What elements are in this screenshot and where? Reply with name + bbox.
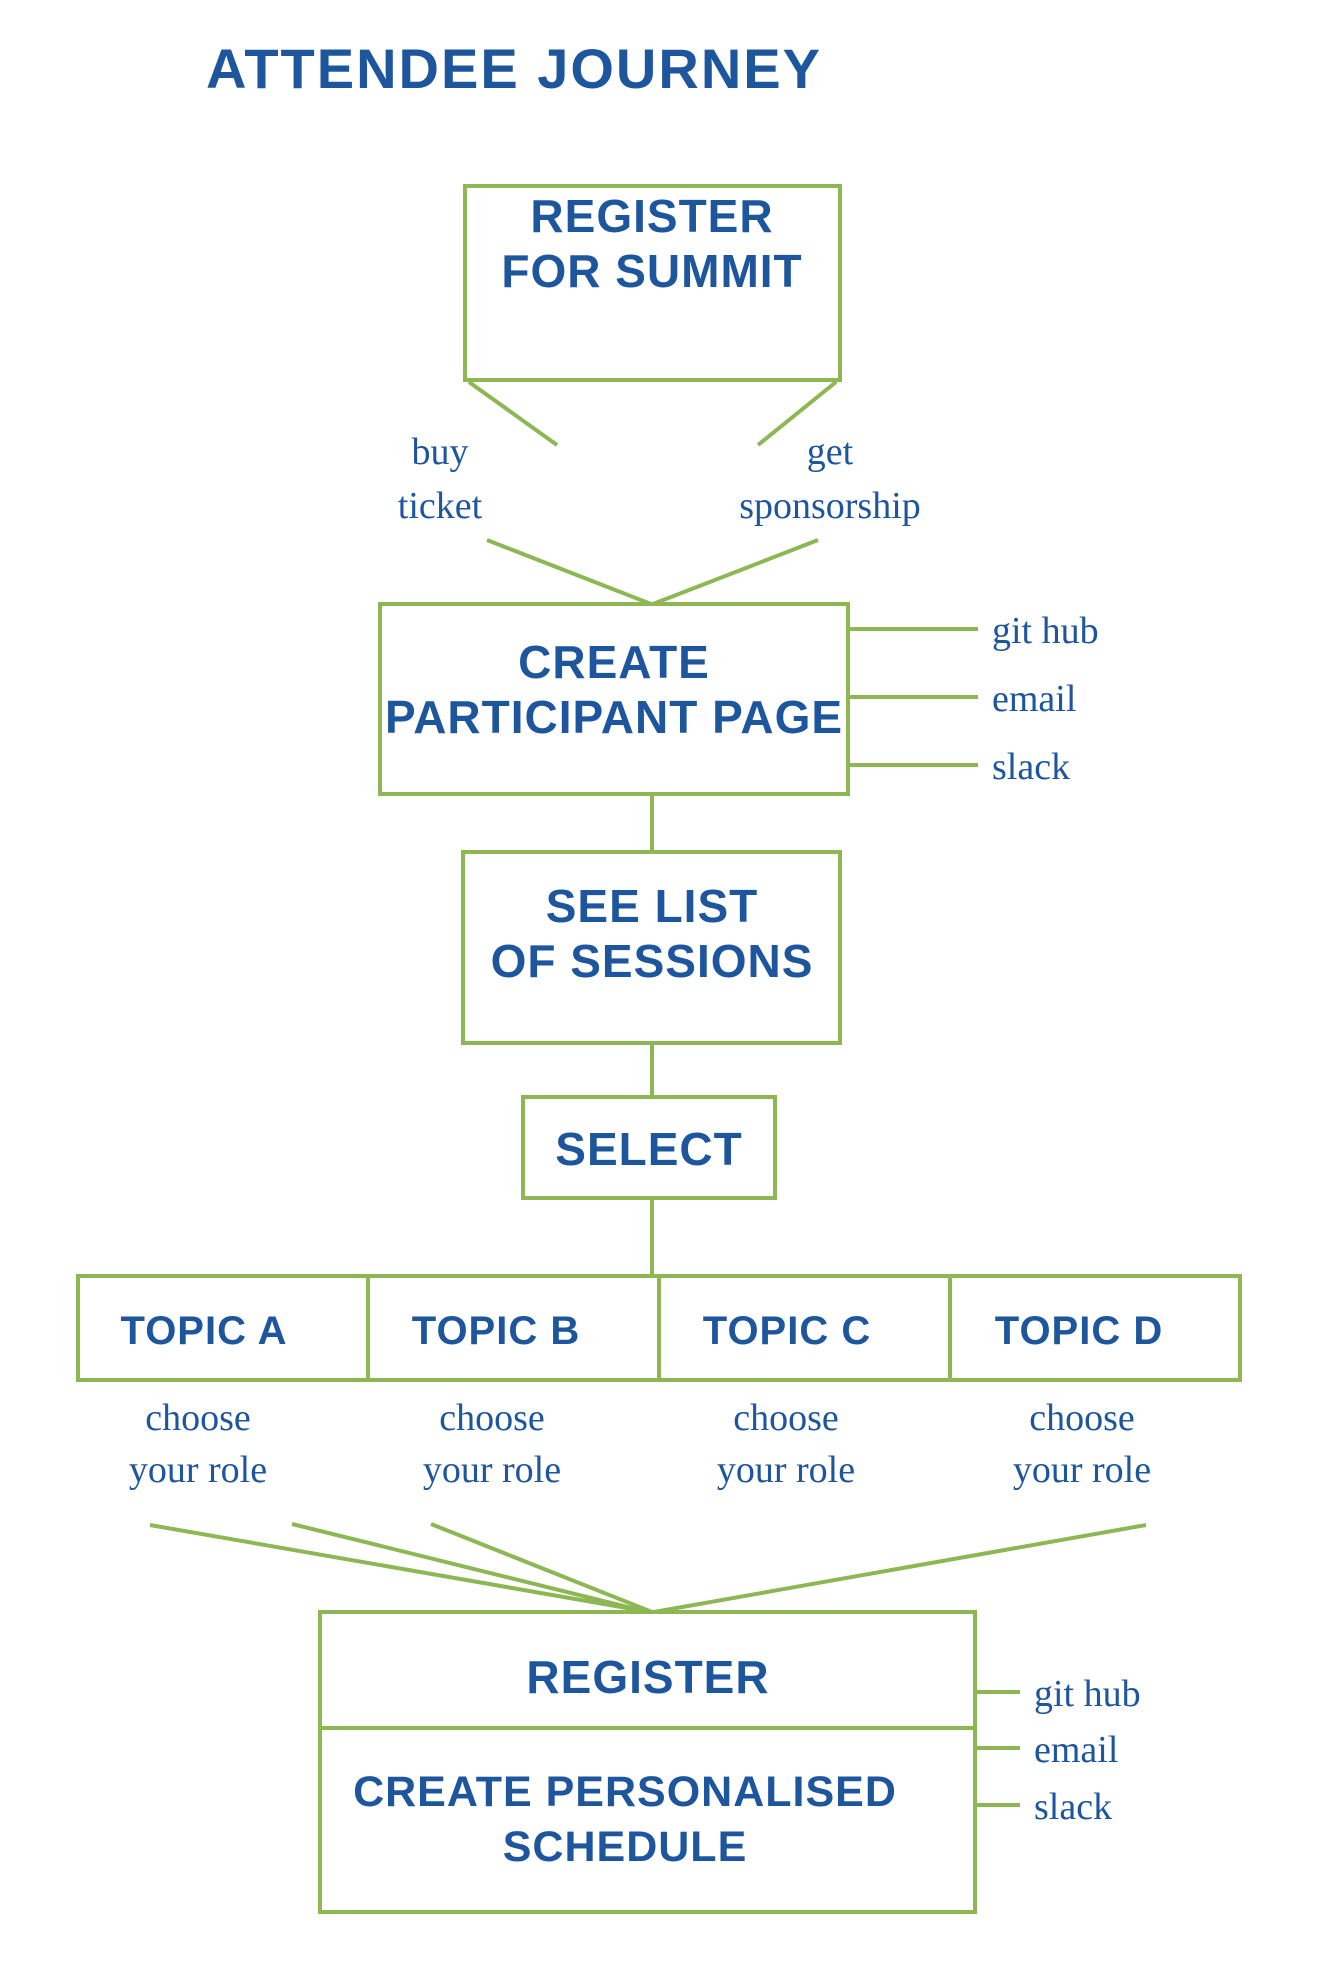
topic-label-3[interactable]: TOPIC D	[995, 1309, 1164, 1353]
topic-label-0[interactable]: TOPIC A	[120, 1309, 287, 1353]
branch-label-right-line2: sponsorship	[739, 485, 921, 527]
edge-topic-d-to-register	[653, 1523, 1147, 1614]
channel-label-top-2: slack	[992, 746, 1070, 788]
channel-label-top-0: git hub	[992, 610, 1099, 652]
topic-sub-0-line2: your role	[129, 1449, 267, 1491]
edge-get-sponsorship-to-create-page	[652, 538, 819, 606]
channel-label-bottom-1: email	[1034, 1729, 1118, 1771]
channel-label-top-1: email	[992, 678, 1076, 720]
node-create-participant-page[interactable]	[378, 602, 850, 796]
node-select-line1: SELECT	[555, 1123, 742, 1175]
branch-label-left-line2: ticket	[398, 485, 483, 527]
node-create-schedule-line1: CREATE PERSONALISED	[353, 1768, 897, 1816]
edge-register-to-buy-ticket	[467, 380, 559, 447]
topic-sub-3-line1: choose	[1029, 1397, 1135, 1439]
topic-sub-1-line1: choose	[439, 1397, 545, 1439]
edge-buy-ticket-to-create-page	[486, 538, 652, 606]
node-register-line1: REGISTER	[526, 1651, 769, 1703]
topic-sub-1-line2: your role	[423, 1449, 561, 1491]
channel-label-bottom-2: slack	[1034, 1786, 1112, 1828]
topic-sub-3-line2: your role	[1013, 1449, 1151, 1491]
topic-sub-0-line1: choose	[145, 1397, 251, 1439]
edge-topic-b-to-register	[291, 1522, 649, 1614]
node-see-list-of-sessions-line1: SEE LIST	[546, 880, 758, 932]
edge-register-to-get-sponsorship	[756, 380, 838, 447]
node-create-participant-page-line2: PARTICIPANT PAGE	[385, 691, 843, 743]
node-see-list-of-sessions-line2: OF SESSIONS	[491, 935, 814, 987]
node-register-and-schedule[interactable]	[318, 1610, 977, 1914]
node-create-schedule-line2: SCHEDULE	[503, 1823, 748, 1871]
topic-sub-2-line1: choose	[733, 1397, 839, 1439]
node-select[interactable]	[521, 1095, 777, 1200]
topic-sub-2-line2: your role	[717, 1449, 855, 1491]
channel-label-bottom-0: git hub	[1034, 1673, 1141, 1715]
page-title: ATTENDEE JOURNEY	[206, 37, 822, 100]
edge-topic-a-to-register	[149, 1523, 651, 1614]
topic-label-1[interactable]: TOPIC B	[412, 1309, 581, 1353]
node-register-for-summit-line2: FOR SUMMIT	[501, 245, 802, 297]
branch-label-left-line1: buy	[412, 431, 469, 473]
node-create-participant-page-line1: CREATE	[518, 636, 710, 688]
edge-topic-c-to-register	[430, 1522, 653, 1614]
topic-label-2[interactable]: TOPIC C	[703, 1309, 872, 1353]
branch-label-right-line1: get	[807, 431, 854, 473]
node-register-for-summit-line1: REGISTER	[530, 190, 773, 242]
node-see-list-of-sessions[interactable]	[461, 850, 842, 1045]
node-register-for-summit[interactable]	[463, 184, 842, 382]
